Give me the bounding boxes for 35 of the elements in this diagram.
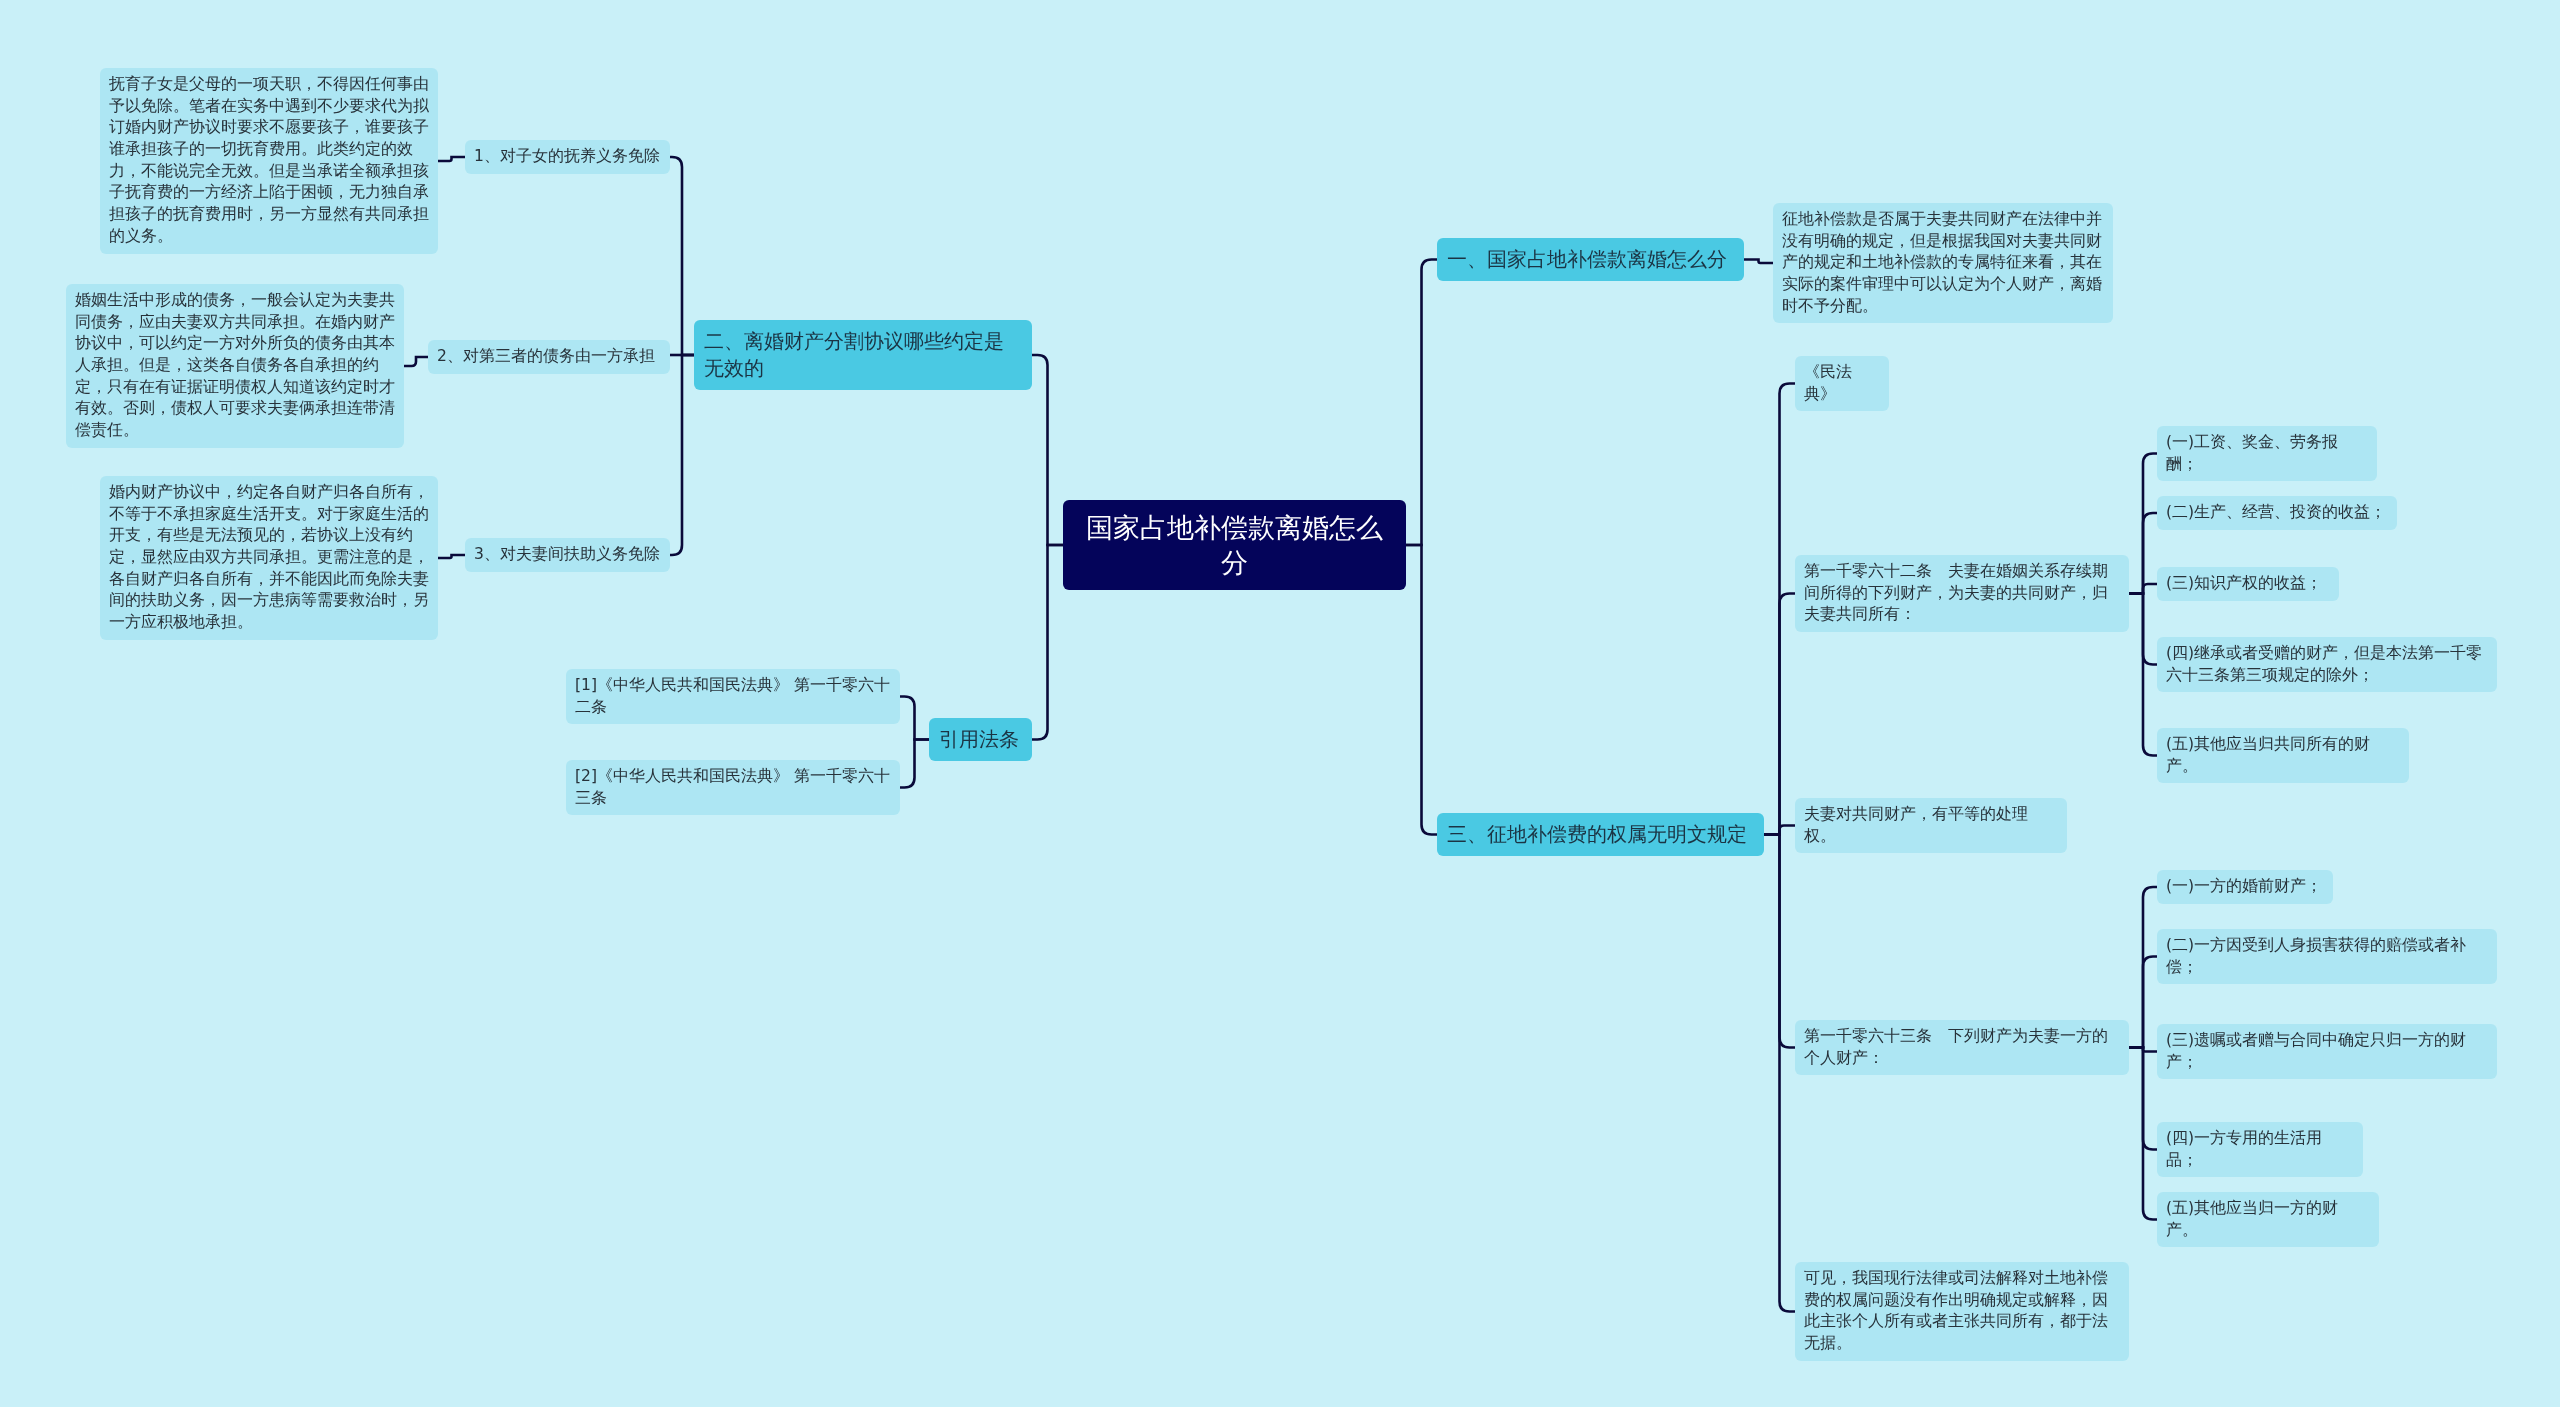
branch-topic: 二、离婚财产分割协议哪些约定是无效的 <box>694 320 1032 390</box>
subtopic-box: 第一千零六十三条 下列财产为夫妻一方的个人财产： <box>1795 1020 2129 1076</box>
subtopic-box: (四)继承或者受赠的财产，但是本法第一千零六十三条第三项规定的除外； <box>2157 637 2497 693</box>
subtopic-box: (四)一方专用的生活用品； <box>2157 1122 2363 1178</box>
subtopic-box: 1、对子女的抚养义务免除 <box>465 140 670 174</box>
subtopic-box: 婚内财产协议中，约定各自财产归各自所有，不等于不承担家庭生活开支。对于家庭生活的开支，有些是无法预见的，若协议上没有约定，显然应由双方共同承担。更需注意的是，各自财产归各自所有，并不能因此而免除夫妻间的扶助义务，因一方患病等需要救治时，另一方应积极地承担。 <box>100 476 438 640</box>
connector-line <box>404 355 428 368</box>
connector-line <box>438 155 465 163</box>
subtopic-box: 可见，我国现行法律或司法解释对土地补偿费的权属问题没有作出明确规定或解释，因此主张个人所有或者主张共同所有，都于法无据。 <box>1795 1262 2129 1361</box>
subtopic-box: 第一千零六十二条 夫妻在婚姻关系存续期间所得的下列财产，为夫妻的共同财产，归夫妻共同所有： <box>1795 555 2129 633</box>
connector-line <box>438 553 465 560</box>
branch-topic: 引用法条 <box>929 718 1032 761</box>
subtopic-box: (三)知识产权的收益； <box>2157 567 2339 601</box>
subtopic-box: 夫妻对共同财产，有平等的处理权。 <box>1795 798 2067 854</box>
central-topic: 国家占地补偿款离婚怎么分 <box>1063 500 1406 591</box>
subtopic-box: [2]《中华人民共和国民法典》 第一千零六十三条 <box>566 760 900 816</box>
connector-line <box>1744 258 1773 265</box>
subtopic-box: (二)一方因受到人身损害获得的赔偿或者补偿； <box>2157 929 2497 985</box>
subtopic-box: 2、对第三者的债务由一方承担 <box>428 340 670 374</box>
subtopic-box: (三)遗嘱或者赠与合同中确定只归一方的财产； <box>2157 1024 2497 1080</box>
subtopic-box: (五)其他应当归共同所有的财产。 <box>2157 728 2409 784</box>
connector-line <box>670 353 694 557</box>
subtopic-box: 《民法典》 <box>1795 356 1889 412</box>
subtopic-box: 3、对夫妻间扶助义务免除 <box>465 538 670 572</box>
connector-line <box>900 738 929 789</box>
subtopic-box: 抚育子女是父母的一项天职，不得因任何事由予以免除。笔者在实务中遇到不少要求代为拟订婚内财产协议时要求不愿要孩子，谁要孩子谁承担孩子的一切抚育费用。此类约定的效力，不能说完全无效。但是当承诺全额承担孩子抚育费的一方经济上陷于困顿，无力独自承担孩子的抚育费用时，另一方显然有共同承担的义务。 <box>100 68 438 254</box>
subtopic-box: (一)工资、奖金、劳务报酬； <box>2157 426 2377 482</box>
subtopic-box: (五)其他应当归一方的财产。 <box>2157 1192 2379 1248</box>
subtopic-box: (二)生产、经营、投资的收益； <box>2157 496 2397 530</box>
branch-topic: 一、国家占地补偿款离婚怎么分 <box>1437 238 1744 281</box>
subtopic-box: [1]《中华人民共和国民法典》 第一千零六十二条 <box>566 669 900 725</box>
subtopic-box: (一)一方的婚前财产； <box>2157 870 2333 904</box>
subtopic-box: 征地补偿款是否属于夫妻共同财产在法律中并没有明确的规定，但是根据我国对夫妻共同财产的规定和土地补偿款的专属特征来看，其在实际的案件审理中可以认定为个人财产，离婚时不予分配。 <box>1773 203 2113 324</box>
subtopic-box: 婚姻生活中形成的债务，一般会认定为夫妻共同债务，应由夫妻双方共同承担。在婚内财产协议中，可以约定一方对外所负的债务由其本人承担。但是，这类各自债务各自承担的约定，只有在有证据证明债权人知道该约定时才有效。否则，债权人可要求夫妻俩承担连带清偿责任。 <box>66 284 404 448</box>
branch-topic: 三、征地补偿费的权属无明文规定 <box>1437 813 1764 856</box>
